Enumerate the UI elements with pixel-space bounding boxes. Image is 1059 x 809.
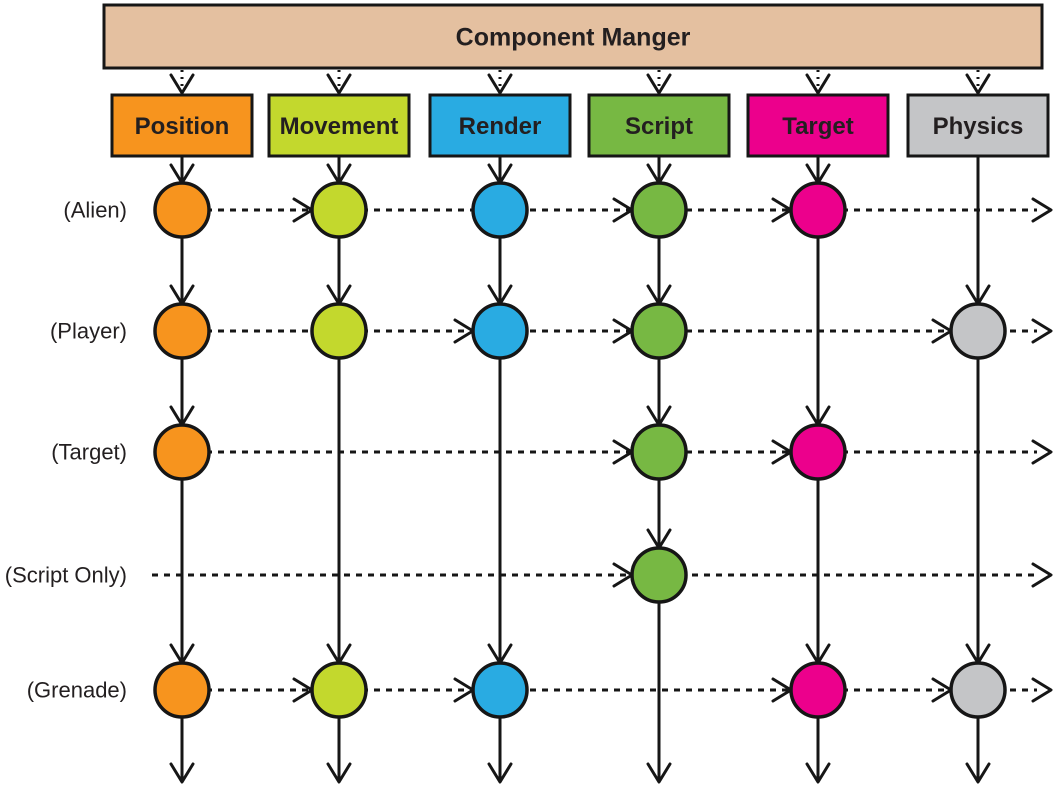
component-label-render: Render [459,113,542,140]
row-arrow-player-physics [931,318,953,344]
circle-player-script [630,302,688,360]
col-arrow-position-player [169,284,195,306]
circle-alien-movement [310,181,368,239]
circle-grenade-physics [949,661,1007,719]
component-label-physics: Physics [933,113,1024,140]
circle-player-position [153,302,211,360]
col-arrow-target-grenade [805,643,831,665]
circle-player-movement [310,302,368,360]
row-arrow-grenade-render [453,677,475,703]
entity-label-alien: (Alien) [63,198,127,223]
banner-arrow-target [805,73,831,95]
circle-player-render [471,302,529,360]
component-label-script: Script [625,113,693,140]
row-arrow-target-end [1031,439,1053,465]
circle-target-script [630,423,688,481]
entity-label-target: (Target) [51,440,127,465]
row-arrow-player-script [612,318,634,344]
circle-target-target [789,423,847,481]
row-arrow-grenade-movement [292,677,314,703]
col-arrow-position-bottom [169,762,195,784]
row-arrow-alien-script [612,197,634,223]
row-arrow-grenade-end [1031,677,1053,703]
banner-arrow-physics [965,73,991,95]
component-label-target: Target [782,113,854,140]
circle-alien-render [471,181,529,239]
col-arrow-script-player [646,284,672,306]
col-arrow-physics-player [965,284,991,306]
banner-arrow-render [487,73,513,95]
circle-script-only-script [630,546,688,604]
node-shapes [102,3,1050,719]
circle-alien-position [153,181,211,239]
banner-arrow-movement [326,73,352,95]
col-arrow-script-script-only [646,528,672,550]
col-arrow-render-bottom [487,762,513,784]
circle-grenade-target [789,661,847,719]
col-arrow-movement-grenade [326,643,352,665]
col-arrow-script-alien [646,163,672,185]
component-box-physics [906,93,1050,158]
col-arrow-position-alien [169,163,195,185]
component-box-position [110,93,254,158]
entity-label-player: (Player) [50,319,127,344]
component-box-script [587,93,731,158]
col-arrow-position-grenade [169,643,195,665]
col-arrow-physics-bottom [965,762,991,784]
col-arrow-script-target [646,405,672,427]
column-lines [180,70,980,780]
row-arrow-target-target [771,439,793,465]
component-box-movement [267,93,411,158]
banner-title: Component Manger [456,24,691,52]
row-arrow-script-only-end [1031,562,1053,588]
circle-grenade-render [471,661,529,719]
col-arrow-position-target [169,405,195,427]
row-arrow-alien-end [1031,197,1053,223]
circle-grenade-movement [310,661,368,719]
col-arrow-movement-bottom [326,762,352,784]
entity-label-grenade: (Grenade) [27,678,127,703]
col-arrow-render-alien [487,163,513,185]
col-arrow-physics-grenade [965,643,991,665]
entity-label-script-only: (Script Only) [5,563,127,588]
col-arrow-movement-player [326,284,352,306]
component-label-position: Position [135,113,230,140]
circle-alien-script [630,181,688,239]
component-manager-banner [102,3,1044,70]
col-arrow-script-bottom [646,762,672,784]
labels: (Alien) (Player) (Target) (Script Only) (Gre… [5,24,1024,703]
row-arrow-grenade-physics [931,677,953,703]
component-label-movement: Movement [280,113,399,140]
component-box-target [746,93,890,158]
row-arrow-alien-movement [292,197,314,223]
col-arrow-render-grenade [487,643,513,665]
row-arrow-player-end [1031,318,1053,344]
circle-target-position [153,423,211,481]
col-arrow-render-player [487,284,513,306]
col-arrow-target-alien [805,163,831,185]
row-arrow-script-only-script [612,562,634,588]
circle-alien-target [789,181,847,239]
circle-grenade-position [153,661,211,719]
arrowheads [169,73,1053,784]
col-arrow-movement-alien [326,163,352,185]
banner-arrow-position [169,73,195,95]
row-arrow-target-script [612,439,634,465]
component-box-render [428,93,572,158]
col-arrow-target-target [805,405,831,427]
row-arrow-player-render [453,318,475,344]
row-dashed-lines [152,208,1037,692]
col-arrow-target-bottom [805,762,831,784]
circle-player-physics [949,302,1007,360]
banner-arrow-script [646,73,672,95]
row-arrow-grenade-target [771,677,793,703]
row-arrow-alien-target [771,197,793,223]
